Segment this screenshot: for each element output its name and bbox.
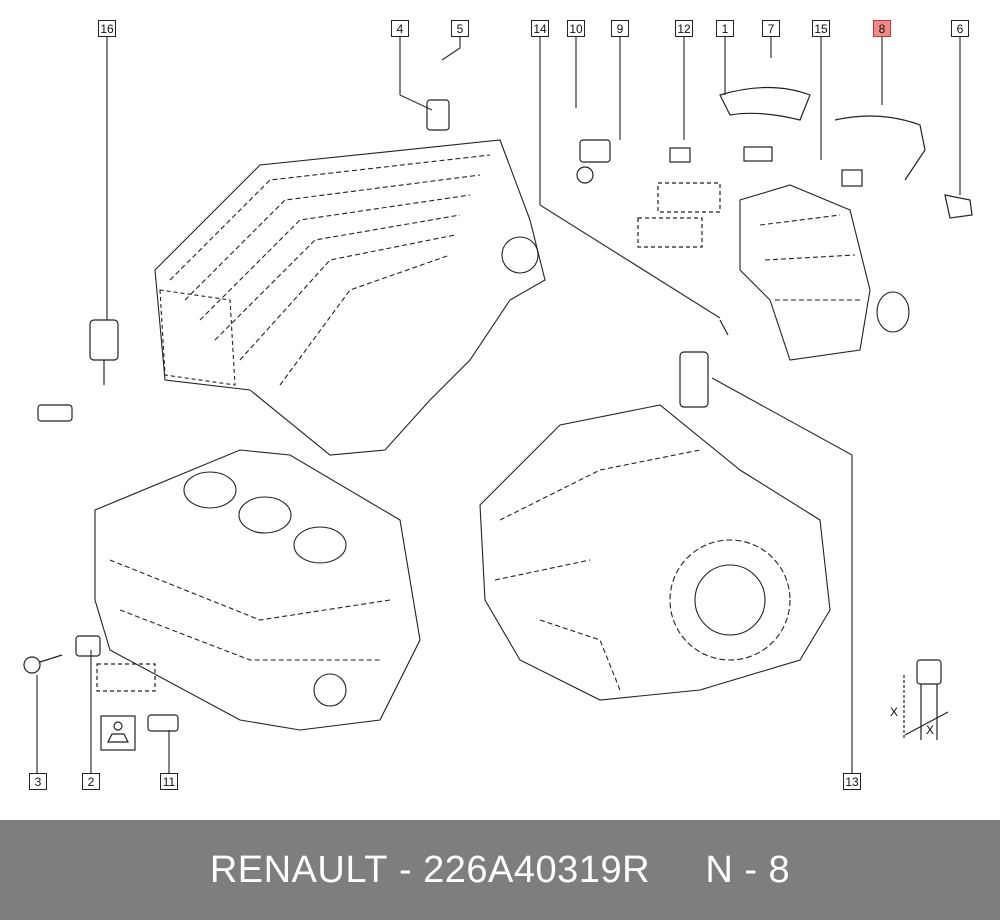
callout-3[interactable]: 3	[29, 773, 47, 790]
callout-9[interactable]: 9	[611, 20, 629, 37]
part-6	[944, 194, 973, 219]
engine-block	[94, 449, 421, 731]
catalytic-converter	[739, 184, 910, 361]
callout-13[interactable]: 13	[843, 773, 861, 790]
callout-15[interactable]: 15	[812, 20, 830, 37]
part-12	[669, 147, 691, 163]
dimension-label-x: X	[890, 705, 898, 719]
clip-part	[841, 169, 863, 187]
callout-14[interactable]: 14	[531, 20, 549, 37]
sensor-2	[75, 635, 101, 657]
oil-pressure-switch-11	[147, 714, 179, 732]
seal-15	[743, 146, 773, 162]
missing-part-box	[637, 217, 703, 248]
map-sensor-4	[426, 99, 450, 131]
callout-2[interactable]: 2	[82, 773, 100, 790]
callout-12[interactable]: 12	[675, 20, 693, 37]
coolant-temp-sensor-16	[89, 319, 119, 385]
callout-11[interactable]: 11	[160, 773, 178, 790]
missing-part-box	[96, 663, 156, 692]
callout-4[interactable]: 4	[391, 20, 409, 37]
part-footer-banner: RENAULT - 226A40319R N - 8	[0, 820, 1000, 920]
callout-1[interactable]: 1	[716, 20, 734, 37]
callout-7[interactable]: 7	[762, 20, 780, 37]
oxygen-sensor-1	[719, 86, 811, 121]
bolt-dimension-figure	[903, 659, 949, 740]
callout-8-highlighted[interactable]: 8	[873, 20, 891, 37]
missing-part-box	[657, 182, 721, 213]
knock-sensor-13	[679, 319, 729, 408]
oil-warning-icon	[100, 715, 136, 751]
camshaft-sensor-9	[576, 139, 611, 184]
gasket-16	[37, 404, 73, 422]
oxygen-sensor-8	[834, 115, 926, 181]
diagram-position: N - 8	[705, 849, 791, 891]
bolt-3	[23, 654, 63, 674]
callout-5[interactable]: 5	[451, 20, 469, 37]
callout-10[interactable]: 10	[567, 20, 585, 37]
footer-separator: -	[398, 849, 413, 891]
part-number: 226A40319R	[423, 849, 651, 891]
dimension-label-x2: X	[926, 723, 934, 737]
brand-name: RENAULT	[209, 849, 388, 891]
exploded-parts-diagram: X X	[23, 37, 973, 773]
gearbox	[479, 404, 831, 701]
intake-manifold	[154, 139, 546, 456]
callout-16[interactable]: 16	[98, 20, 116, 37]
callout-6[interactable]: 6	[951, 20, 969, 37]
